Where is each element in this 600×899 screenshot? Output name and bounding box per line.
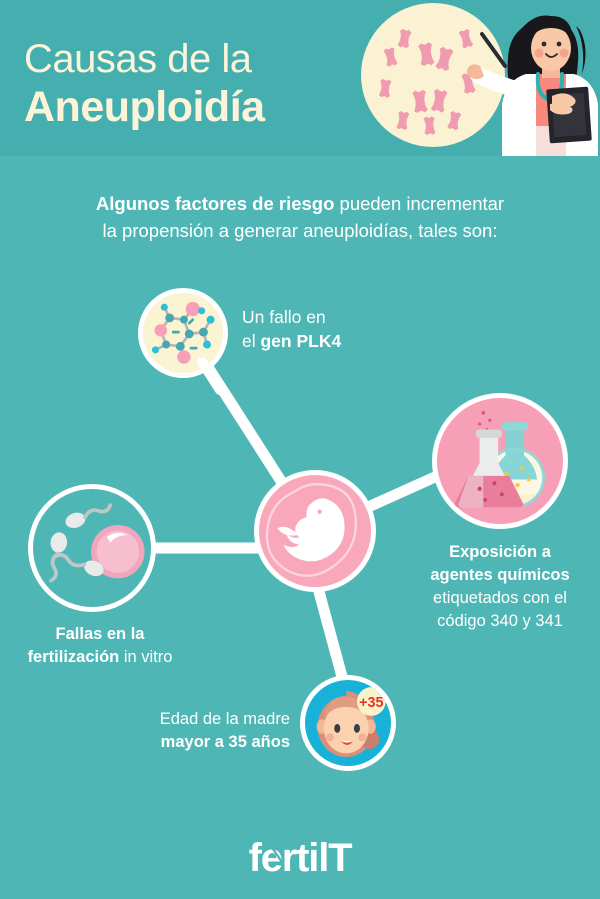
doctor-figure — [466, 15, 598, 156]
label-fertilization: Fallas en la fertilización in vitro — [0, 623, 200, 669]
node-mother-age[interactable]: +35 — [300, 675, 396, 771]
brand-logo[interactable]: fertilT — [248, 836, 353, 880]
label-mother-line-1: Edad de la madre — [159, 710, 290, 728]
embryo-sac-outline — [265, 483, 358, 577]
label-gene-prefix: el — [242, 331, 261, 351]
intro-text: Algunos factores de riesgo pueden increm… — [0, 190, 600, 244]
node-chemical-agents[interactable] — [432, 393, 568, 529]
molecule-ticks — [171, 318, 198, 350]
label-chem-line-2: agentes químicos — [400, 564, 600, 587]
brand-logo-text: fertilT — [248, 836, 353, 880]
pointer-icon — [480, 32, 507, 68]
node-fertilization[interactable] — [28, 484, 156, 612]
intro-line-2: la propensión a generar aneuploidías, ta… — [102, 220, 498, 241]
label-mother-age: Edad de la madre mayor a 35 años — [90, 708, 290, 754]
intro-line-1: Algunos factores de riesgo pueden increm… — [0, 190, 600, 217]
erlenmeyer-flask-icon — [454, 429, 524, 508]
label-gene-line-1: Un fallo en — [242, 307, 326, 327]
title-line-1: Causas de la — [24, 37, 252, 81]
chromosomes-group — [378, 28, 476, 136]
label-mother-bold-2: mayor a 35 años — [160, 733, 290, 751]
page-title: Causas de la Aneuploidía — [24, 36, 354, 132]
age-badge: +35 — [356, 687, 386, 716]
link-chemical-to-center — [363, 466, 449, 514]
label-fert-bold-2: fertilización — [27, 648, 120, 666]
label-fert-line-1: Fallas en la — [0, 623, 200, 646]
fumes-icon — [478, 410, 492, 431]
node-embryo-center[interactable] — [254, 470, 376, 592]
node-gene-plk4[interactable] — [138, 288, 228, 378]
link-mother-to-center — [312, 586, 350, 686]
label-fert-plain-2: in vitro — [119, 648, 173, 666]
pink-particles — [477, 481, 504, 502]
label-gene-bold: gen PLK4 — [260, 331, 342, 351]
header-illustration — [330, 0, 600, 156]
sperm-group — [49, 503, 113, 583]
label-gene-line-2: el gen PLK4 — [242, 329, 341, 353]
label-chemical-agents: Exposición a agentes químicos etiquetado… — [400, 541, 600, 633]
title-line-2: Aneuploidía — [24, 83, 265, 131]
age-badge-label: +35 — [359, 695, 383, 711]
label-chem-bold-1: Exposición a — [449, 543, 551, 561]
label-chem-line-1: Exposición a — [400, 541, 600, 564]
label-mother-line-2: mayor a 35 años — [90, 731, 290, 754]
label-chem-line-3: etiquetados con el — [433, 589, 567, 607]
footer-logo[interactable]: fertilT — [0, 836, 600, 880]
fetus-icon — [283, 498, 345, 562]
magnifier-handle-icon — [197, 358, 225, 395]
intro-rest-line-1: pueden incrementar — [334, 193, 505, 214]
molecule-atoms — [151, 301, 215, 364]
label-fert-line-2: fertilización in vitro — [0, 646, 200, 669]
ovum-icon — [91, 524, 145, 579]
intro-bold-lead: Algunos factores de riesgo — [95, 193, 335, 214]
label-chem-bold-2: agentes químicos — [430, 566, 570, 584]
label-gene-plk4: Un fallo en el gen PLK4 — [242, 305, 341, 353]
label-fert-bold-1: Fallas en la — [55, 625, 145, 643]
label-chem-line-4: código 340 y 341 — [437, 612, 563, 630]
